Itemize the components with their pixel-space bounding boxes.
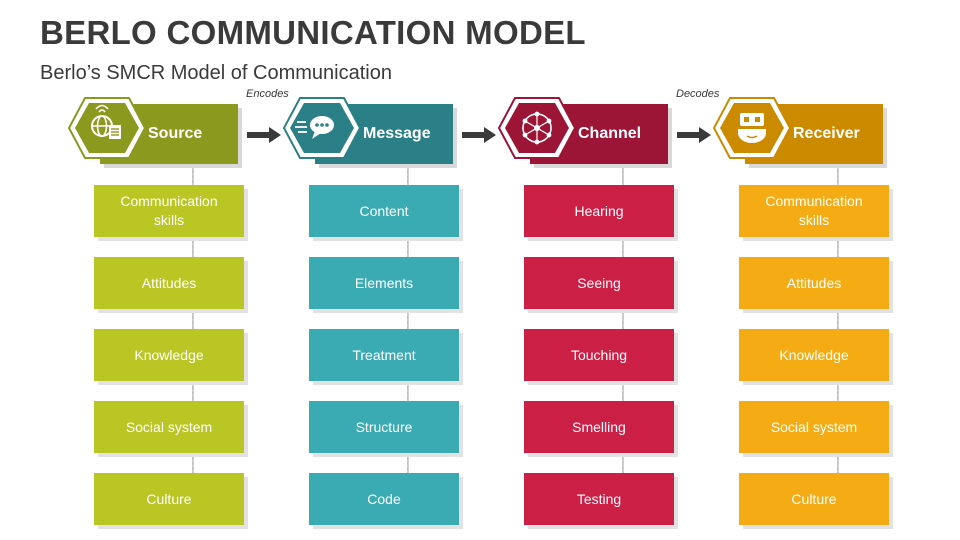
column-receiver: Receiver Communication skills Attitudes … — [713, 0, 893, 540]
list-item: Code — [309, 473, 463, 529]
list-item: Structure — [309, 401, 463, 457]
list-item: Touching — [524, 329, 678, 385]
globe-document-icon — [68, 96, 146, 160]
list-item: Attitudes — [94, 257, 248, 313]
page-title: BERLO COMMUNICATION MODEL — [40, 14, 586, 51]
list-item: Treatment — [309, 329, 463, 385]
list-item: Hearing — [524, 185, 678, 241]
list-item: Communication skills — [94, 185, 248, 241]
receiver-device-icon — [713, 96, 791, 160]
list-item: Smelling — [524, 401, 678, 457]
column-source: Source Communication skills Attitudes Kn… — [68, 0, 248, 540]
list-item: Seeing — [524, 257, 678, 313]
list-item: Testing — [524, 473, 678, 529]
arrow-right-icon — [677, 127, 711, 143]
connector-line — [407, 160, 409, 475]
speech-bubble-icon — [283, 96, 361, 160]
column-channel: Channel Hearing Seeing Touching Smelling… — [498, 0, 678, 540]
column-message: Message Content Elements Treatment Struc… — [283, 0, 463, 540]
list-item: Knowledge — [739, 329, 893, 385]
connector-line — [622, 160, 624, 475]
decodes-label: Decodes — [676, 88, 720, 100]
connector-line — [837, 160, 839, 475]
arrow-right-icon — [462, 127, 496, 143]
list-item: Content — [309, 185, 463, 241]
encodes-label: Encodes — [246, 88, 289, 100]
list-item: Knowledge — [94, 329, 248, 385]
list-item: Elements — [309, 257, 463, 313]
list-item: Culture — [739, 473, 893, 529]
list-item: Culture — [94, 473, 248, 529]
list-item: Communication skills — [739, 185, 893, 241]
list-item: Attitudes — [739, 257, 893, 313]
arrow-right-icon — [247, 127, 281, 143]
connector-line — [192, 160, 194, 475]
page-subtitle: Berlo’s SMCR Model of Communication — [40, 62, 392, 84]
list-item: Social system — [94, 401, 248, 457]
list-item: Social system — [739, 401, 893, 457]
network-nodes-icon — [498, 96, 576, 160]
